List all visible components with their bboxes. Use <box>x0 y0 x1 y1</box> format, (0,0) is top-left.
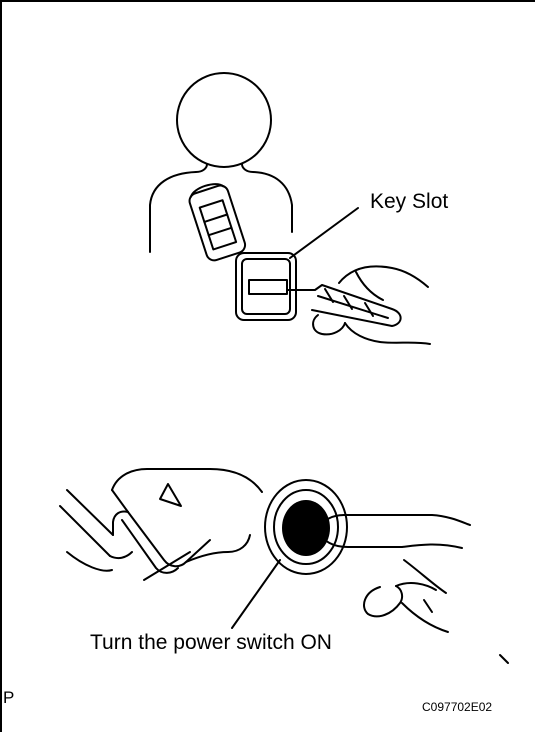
person-outline-icon <box>150 73 292 252</box>
corner-mark: P <box>3 688 14 708</box>
finger-icon <box>320 515 508 663</box>
power-switch-icon <box>232 480 347 628</box>
figure-code: C097702E02 <box>422 700 492 714</box>
key-slot-label: Key Slot <box>370 190 448 214</box>
power-switch-label: Turn the power switch ON <box>90 631 332 655</box>
smart-key-icon <box>186 180 247 263</box>
hand-icon <box>287 266 430 344</box>
brake-pedal-icon <box>60 469 262 580</box>
